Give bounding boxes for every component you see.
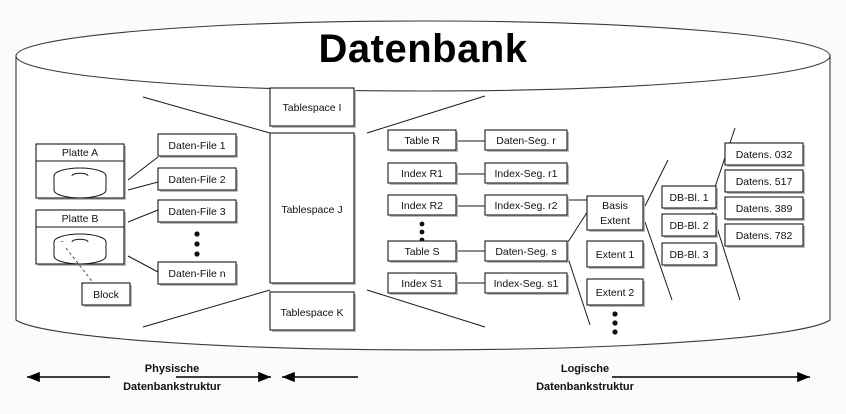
daten-file-2-label: Daten-File 2 (168, 174, 225, 186)
box-block[interactable]: Block (81, 282, 132, 307)
box-table-s[interactable]: Table S (387, 240, 458, 263)
box-daten-file-1[interactable]: Daten-File 1 (157, 133, 238, 158)
box-daten-seg-r[interactable]: Daten-Seg. r (484, 129, 569, 152)
box-index-seg-r2[interactable]: Index-Seg. r2 (484, 194, 569, 217)
axis-logical: Logische Datenbankstruktur (282, 363, 810, 393)
tablespace-i-label: Tablespace I (283, 102, 342, 114)
table-r-label: Table R (404, 135, 440, 147)
basis-extent-label-line2: Extent (600, 215, 630, 227)
daten-file-n-label: Daten-File n (168, 268, 225, 280)
tablespace-k-label: Tablespace K (280, 307, 343, 319)
extent-2-label: Extent 2 (596, 287, 635, 299)
db-bl-2-label: DB-Bl. 2 (669, 220, 708, 232)
block-pointer-line (65, 247, 96, 286)
index-seg-r2-label: Index-Seg. r2 (494, 200, 557, 212)
box-tablespace-k[interactable]: Tablespace K (269, 291, 356, 332)
box-db-bl-3[interactable]: DB-Bl. 3 (661, 242, 718, 267)
extent-1-label: Extent 1 (596, 249, 635, 261)
axis-logical-line1: Logische (561, 363, 609, 375)
db-bl-1-label: DB-Bl. 1 (669, 192, 708, 204)
box-index-seg-s1[interactable]: Index-Seg. s1 (484, 272, 569, 295)
box-index-r2[interactable]: Index R2 (387, 194, 458, 217)
platte-a-label: Platte A (62, 147, 98, 159)
objects-ellipsis-icon (419, 221, 425, 243)
axis-physical-line2: Datenbankstruktur (123, 381, 222, 393)
index-seg-s1-label: Index-Seg. s1 (494, 278, 559, 290)
axis-logical-line2: Datenbankstruktur (536, 381, 635, 393)
box-index-seg-r1[interactable]: Index-Seg. r1 (484, 162, 569, 185)
tablespace-j-label: Tablespace J (281, 204, 342, 216)
platte-b-label: Platte B (62, 213, 99, 225)
disk-platte-a[interactable]: Platte A (35, 143, 126, 200)
daten-file-3-label: Daten-File 3 (168, 206, 225, 218)
page-title: Datenbank (319, 27, 528, 71)
db-bl-3-label: DB-Bl. 3 (669, 249, 708, 261)
box-db-bl-1[interactable]: DB-Bl. 1 (661, 185, 718, 210)
disk-icon (53, 167, 107, 199)
box-daten-file-2[interactable]: Daten-File 2 (157, 167, 238, 192)
axis-physical-line1: Physische (145, 363, 199, 375)
daten-seg-s-label: Daten-Seg. s (495, 246, 556, 258)
index-r1-label: Index R1 (401, 168, 443, 180)
box-datens-389[interactable]: Datens. 389 (724, 196, 805, 221)
daten-seg-r-label: Daten-Seg. r (496, 135, 556, 147)
datens-389-label: Datens. 389 (736, 203, 793, 215)
axis-physical: Physische Datenbankstruktur (26, 363, 271, 393)
box-db-bl-2[interactable]: DB-Bl. 2 (661, 213, 718, 238)
index-seg-r1-label: Index-Seg. r1 (494, 168, 557, 180)
box-datens-782[interactable]: Datens. 782 (724, 223, 805, 248)
extents-ellipsis-icon (612, 311, 618, 335)
box-daten-file-3[interactable]: Daten-File 3 (157, 199, 238, 224)
box-daten-seg-s[interactable]: Daten-Seg. s (484, 240, 569, 263)
box-tablespace-j[interactable]: Tablespace J (269, 132, 356, 285)
disk-platte-b[interactable]: Platte B (35, 209, 126, 266)
box-extent-2[interactable]: Extent 2 (586, 278, 645, 307)
box-table-r[interactable]: Table R (387, 129, 458, 152)
box-index-s1[interactable]: Index S1 (387, 272, 458, 295)
index-s1-label: Index S1 (401, 278, 443, 290)
box-tablespace-i[interactable]: Tablespace I (269, 87, 356, 128)
index-r2-label: Index R2 (401, 200, 443, 212)
box-datens-032[interactable]: Datens. 032 (724, 142, 805, 167)
disk-icon (53, 233, 107, 265)
datafiles-ellipsis-icon (194, 231, 200, 257)
block-label: Block (93, 289, 119, 301)
datens-782-label: Datens. 782 (736, 230, 793, 242)
box-extent-1[interactable]: Extent 1 (586, 240, 645, 269)
basis-extent-label-line1: Basis (602, 200, 628, 212)
box-datens-517[interactable]: Datens. 517 (724, 169, 805, 194)
box-index-r1[interactable]: Index R1 (387, 162, 458, 185)
datens-032-label: Datens. 032 (736, 149, 793, 161)
daten-file-1-label: Daten-File 1 (168, 140, 225, 152)
box-daten-file-n[interactable]: Daten-File n (157, 261, 238, 286)
table-s-label: Table S (404, 246, 439, 258)
datens-517-label: Datens. 517 (736, 176, 793, 188)
connector-lines (127, 95, 741, 328)
box-basis-extent[interactable]: Basis Extent (586, 195, 645, 232)
